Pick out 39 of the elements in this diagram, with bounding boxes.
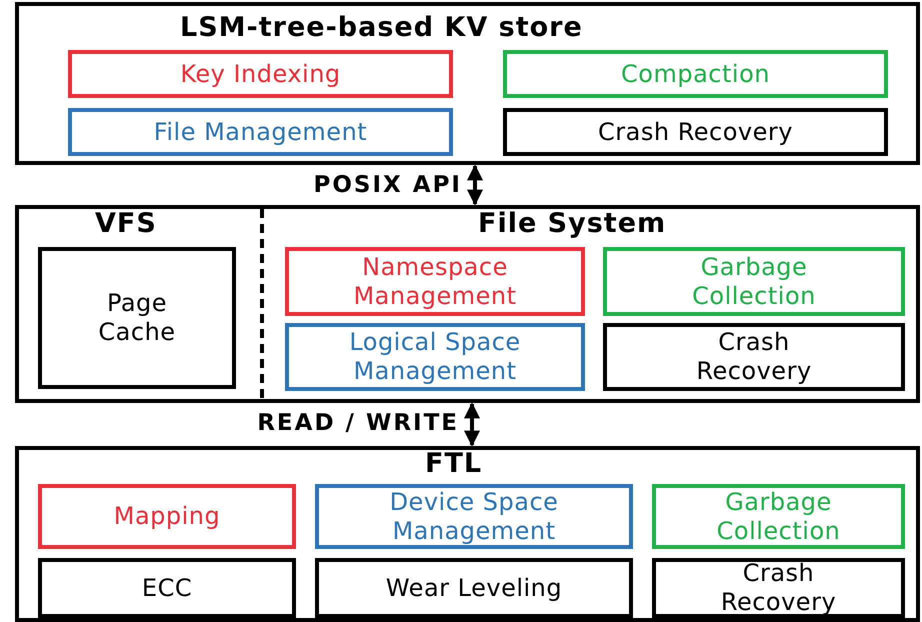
layer-title: LSM-tree-based KV store xyxy=(180,12,583,43)
component-box xyxy=(503,108,888,156)
component-label: Logical Space Management xyxy=(348,328,522,386)
component-label: Compaction xyxy=(621,60,770,88)
component-box xyxy=(38,558,296,618)
component-label: Mapping xyxy=(114,502,220,531)
component-box xyxy=(68,50,453,98)
layer-title: VFS xyxy=(95,208,157,239)
double-arrow xyxy=(467,164,483,206)
layer-title: File System xyxy=(478,208,666,239)
component-box xyxy=(68,108,453,156)
layer-panel xyxy=(15,205,920,403)
component-label: Wear Leveling xyxy=(386,574,562,602)
component-box xyxy=(652,484,905,549)
component-box xyxy=(652,558,905,618)
component-box xyxy=(285,323,585,391)
component-box xyxy=(315,484,633,549)
layer-title: FTL xyxy=(425,448,482,479)
component-box xyxy=(38,247,236,389)
component-label: Page Cache xyxy=(97,289,177,347)
layer-panel xyxy=(15,446,920,622)
component-label: Crash Recovery xyxy=(720,559,838,617)
component-label: Key Indexing xyxy=(180,60,341,88)
component-label: Garbage Collection xyxy=(716,488,842,546)
component-label: ECC xyxy=(142,574,192,602)
component-label: File Management xyxy=(154,118,368,146)
component-label: Namespace Management xyxy=(352,252,518,310)
layer-panel xyxy=(15,2,920,165)
component-label: Crash Recovery xyxy=(695,328,813,386)
double-arrow xyxy=(464,402,480,447)
component-box xyxy=(315,558,633,618)
component-label: Device Space Management xyxy=(388,488,560,546)
component-box xyxy=(603,247,905,316)
component-label: Garbage Collection xyxy=(691,252,817,310)
component-box xyxy=(503,50,888,98)
component-box xyxy=(603,323,905,391)
component-box xyxy=(38,484,296,549)
component-label: Crash Recovery xyxy=(598,118,793,146)
component-box xyxy=(285,247,585,316)
